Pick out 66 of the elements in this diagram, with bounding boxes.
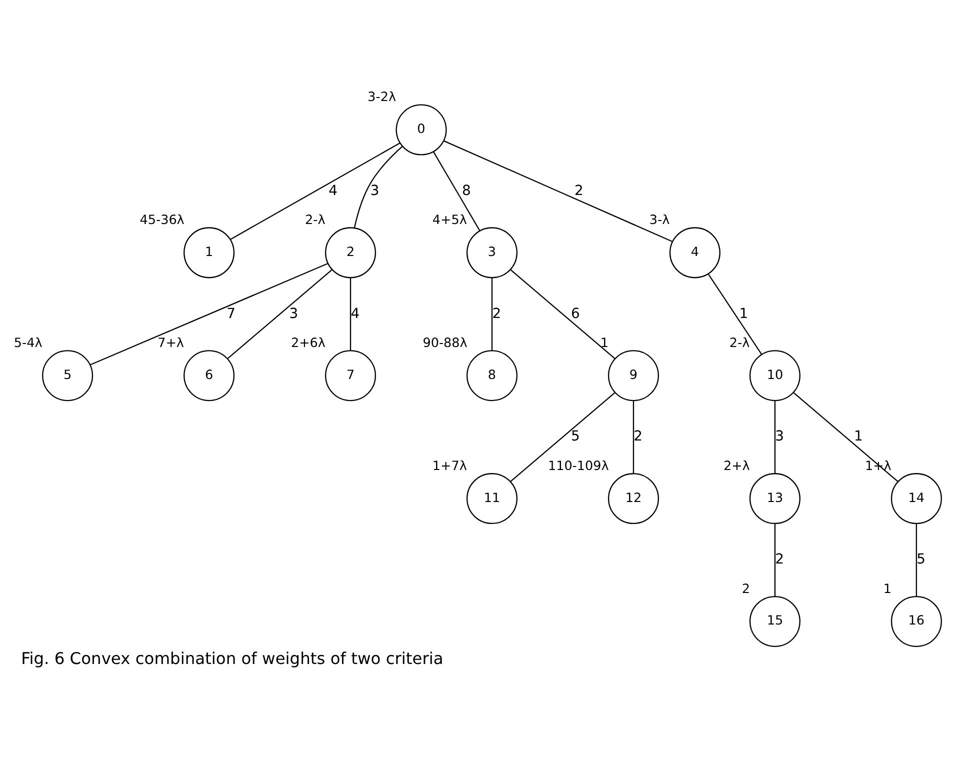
connector: [353, 146, 402, 228]
edge-label: 1: [854, 428, 862, 445]
connector: [510, 269, 615, 360]
node-circle: 13: [748, 473, 800, 524]
connector: [226, 269, 332, 360]
edge-label: 3: [288, 306, 298, 322]
edge-label: 2: [774, 552, 784, 568]
edge-label: 4: [350, 306, 360, 322]
edge-label: 7: [226, 306, 236, 322]
caption: Fig. 6 Convex combination of weights of two criteria: [20, 649, 443, 668]
connector: [774, 400, 776, 474]
node-label: 7+λ: [157, 336, 184, 351]
edge-label: 5: [916, 552, 925, 568]
connector: [774, 524, 776, 597]
node-label: 1+7λ: [432, 458, 466, 474]
node-circle: 4: [668, 227, 720, 278]
node-circle: 14: [890, 473, 942, 524]
node-label: 4+5λ: [432, 213, 466, 228]
node-circle: 10: [748, 350, 800, 402]
connector: [90, 262, 328, 366]
node-circle: 1: [183, 227, 234, 278]
node-circle: 0: [395, 104, 446, 156]
edge-label: 6: [570, 306, 580, 322]
node-circle: 6: [183, 350, 234, 402]
connector: [792, 392, 898, 482]
edge-label: 2: [492, 306, 501, 322]
connector: [349, 278, 351, 351]
node-label: 90-88λ: [422, 336, 467, 351]
edge-label: 2: [633, 428, 642, 445]
connector: [915, 524, 916, 597]
node-label: 1: [600, 336, 608, 351]
node-circle: 3: [466, 227, 517, 278]
edge-label: 3: [774, 428, 784, 445]
connector: [632, 400, 634, 474]
connector: [442, 140, 672, 242]
node-label: 110-109λ: [547, 458, 608, 474]
connector: [708, 274, 762, 355]
node-circle: 2: [324, 227, 376, 278]
node-label: 45-36λ: [139, 213, 184, 228]
node-label: 2-λ: [304, 213, 325, 228]
node-label: 1: [882, 582, 891, 597]
edge-label: 1: [738, 306, 748, 322]
node-circle: 5: [42, 350, 93, 402]
edge-label: 5: [570, 428, 580, 445]
node-circle: 7: [324, 350, 376, 402]
node-circle: 11: [466, 473, 517, 524]
node-label: 3-2λ: [367, 90, 396, 106]
connector: [490, 278, 492, 351]
node-circle: 16: [890, 596, 942, 647]
edge-label: 4: [328, 182, 338, 199]
node-label: 2: [741, 582, 750, 597]
node-circle: 12: [607, 473, 658, 524]
node-label: 2-λ: [728, 336, 750, 351]
node-label: 2+λ: [723, 458, 750, 474]
node-label: 3-λ: [648, 213, 670, 228]
connector: [510, 392, 615, 482]
edge-label: 2: [574, 182, 583, 199]
node-circle: 9: [607, 350, 658, 402]
node-label: 2+6λ: [290, 336, 325, 351]
edge-label: 8: [462, 182, 470, 199]
connector: [230, 142, 400, 240]
node-circle: 15: [748, 596, 800, 647]
node-circle: 8: [466, 350, 517, 402]
edge-label: 3: [370, 182, 379, 199]
connector: [432, 152, 480, 232]
node-label: 5-4λ: [13, 336, 42, 351]
